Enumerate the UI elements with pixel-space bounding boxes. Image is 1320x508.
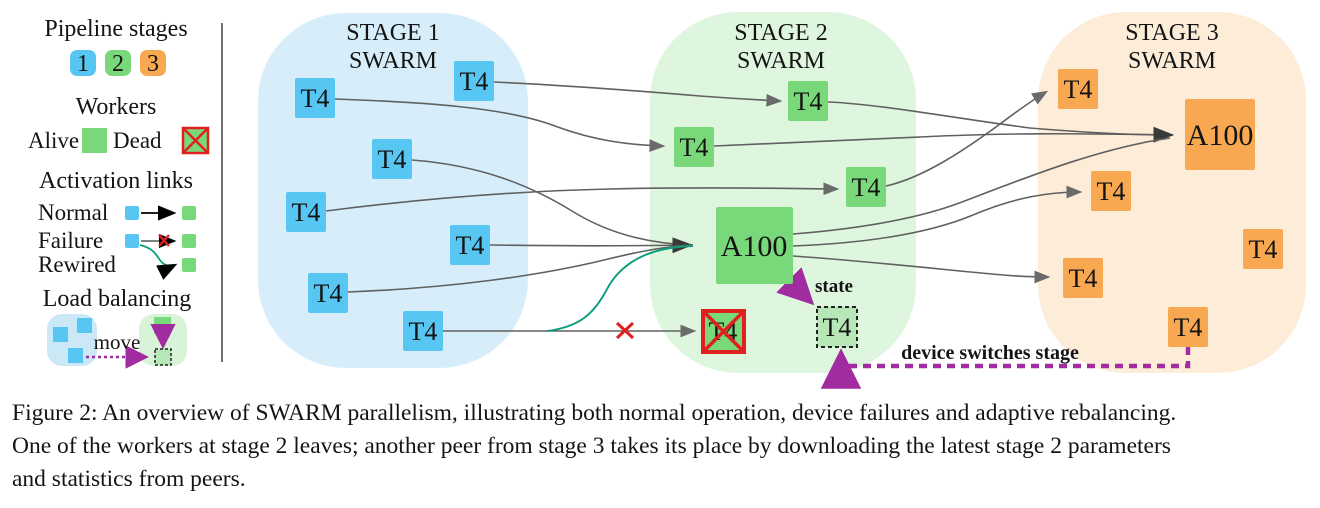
device-switch-path xyxy=(820,347,1191,389)
caption-line-2: One of the workers at stage 2 leaves; an… xyxy=(12,433,1171,459)
worker-label: T4 xyxy=(852,173,881,202)
dead-worker-swatch xyxy=(181,126,210,155)
edge-s1t4c-to-a100 xyxy=(411,159,694,246)
stage2-badge xyxy=(105,50,131,76)
worker-label: T4 xyxy=(794,87,823,116)
stage2-subtitle: SWARM xyxy=(737,48,825,74)
worker-s3-a100 xyxy=(1185,99,1255,170)
failure-dst-swatch xyxy=(182,234,196,248)
worker-s2-t4-dead: T4 xyxy=(701,309,746,354)
normal-src-swatch xyxy=(125,206,139,220)
legend-balancing-title: Load balancing xyxy=(43,286,192,312)
worker-label: T4 xyxy=(1064,75,1093,104)
failure-x-mark xyxy=(615,321,635,340)
stage3-subtitle: SWARM xyxy=(1128,48,1216,74)
stage3-badge xyxy=(140,50,166,76)
balancing-worker-3 xyxy=(68,348,83,363)
rewired-link-curve xyxy=(139,244,178,280)
worker-s1-t4-g xyxy=(403,311,443,351)
stage1-badge-label: 1 xyxy=(77,51,89,77)
worker-label: T4 xyxy=(378,145,407,174)
worker-s3-t4-n xyxy=(1058,69,1098,109)
worker-s1-t4-b xyxy=(454,61,494,101)
worker-s3-t4-r xyxy=(1063,258,1103,298)
state-label: state xyxy=(815,276,853,297)
edge-a100-to-s3t4r xyxy=(792,255,1051,284)
dead-label: Dead xyxy=(113,128,162,153)
worker-label: T4 xyxy=(1174,313,1203,342)
worker-label: T4 xyxy=(292,198,321,227)
worker-s3-t4-q xyxy=(1243,229,1283,269)
worker-s2-t4-j xyxy=(846,167,886,207)
worker-label-a100: A100 xyxy=(721,230,788,263)
edge-a100-to-s3t4p xyxy=(792,185,1083,247)
worker-label: T4 xyxy=(301,84,330,113)
worker-label: T4 xyxy=(409,317,438,346)
edge-a100-to-a100 xyxy=(792,137,1171,235)
failure-src-swatch xyxy=(125,234,139,248)
caption-line-1: Figure 2: An overview of SWARM paralleli… xyxy=(12,400,1177,426)
swarm-diagram: Pipeline stages 1 2 3 Workers Alive Dead… xyxy=(28,12,1306,389)
balancing-worker-2 xyxy=(77,318,92,333)
normal-dst-swatch xyxy=(182,206,196,220)
dead-x-icon xyxy=(701,309,746,354)
edge-s1t4f-to-a100 xyxy=(347,244,694,293)
worker-s1-t4-e xyxy=(450,225,490,265)
worker-label: T4 xyxy=(680,133,709,162)
worker-label-a100: A100 xyxy=(1187,119,1254,152)
worker-s2-t4-i xyxy=(674,127,714,167)
worker-label: T4 xyxy=(314,279,343,308)
rewired-label: Rewired xyxy=(38,252,116,277)
worker-label: T4 xyxy=(460,67,489,96)
stage1-workers: T4 T4 T4 T4 T4 T4 T4 xyxy=(286,61,494,351)
device-switch-label: device switches stage xyxy=(901,342,1079,364)
legend: Pipeline stages 1 2 3 Workers Alive Dead… xyxy=(28,16,210,369)
balancing-green-worker xyxy=(154,317,171,334)
edge-s2t4j-to-s3t4n xyxy=(885,90,1049,187)
move-label: move xyxy=(94,330,141,354)
caption-line-3: and statistics from peers. xyxy=(12,466,246,492)
normal-label: Normal xyxy=(38,200,108,225)
legend-pipeline-title: Pipeline stages xyxy=(44,16,187,42)
worker-s2-a100 xyxy=(716,207,793,284)
edge-s1t4e-to-a100 xyxy=(489,237,694,254)
worker-s1-t4-d xyxy=(286,192,326,232)
stage3-workers: T4 T4 T4 T4 T4 A100 xyxy=(1058,69,1283,347)
stage2-badge-label: 2 xyxy=(112,51,124,77)
worker-s2-t4-h xyxy=(788,81,828,121)
worker-s1-t4-f xyxy=(308,273,348,313)
edge-s2t4i-to-a100 xyxy=(713,126,1175,147)
failure-x-icon xyxy=(158,234,170,247)
stage2-workers: T4 T4 T4 A100 T4 T4 xyxy=(674,81,886,354)
alive-worker-swatch xyxy=(82,128,107,153)
worker-s3-t4-p xyxy=(1091,171,1131,211)
edge-s1t4d-to-s2t4j xyxy=(325,182,840,212)
worker-s1-t4-a xyxy=(295,78,335,118)
stage1-badge xyxy=(70,50,96,76)
stage1-subtitle: SWARM xyxy=(349,48,437,74)
stage3-title: STAGE 3 xyxy=(1125,20,1218,46)
worker-s3-t4-s xyxy=(1168,307,1208,347)
rewired-dst-swatch xyxy=(182,258,196,272)
legend-links-title: Activation links xyxy=(39,168,193,194)
worker-s1-t4-c xyxy=(372,139,412,179)
figure-caption: Figure 2: An overview of SWARM paralleli… xyxy=(0,392,1320,496)
alive-label: Alive xyxy=(28,128,79,153)
balancing-worker-1 xyxy=(53,327,68,342)
failure-label: Failure xyxy=(38,228,103,253)
balancing-slot-square xyxy=(154,348,172,366)
worker-label: T4 xyxy=(823,313,852,342)
worker-label: T4 xyxy=(1097,177,1126,206)
worker-label: T4 xyxy=(1249,235,1278,264)
worker-label: T4 xyxy=(456,231,485,260)
stage1-title: STAGE 1 xyxy=(346,20,439,46)
edge-s1t4a-to-s2t4i xyxy=(334,98,666,152)
stage2-title: STAGE 2 xyxy=(734,20,827,46)
edge-rewired-s1t4g-to-a100 xyxy=(546,245,694,332)
worker-s2-t4-new: T4 xyxy=(816,306,858,348)
stage3-badge-label: 3 xyxy=(147,51,159,77)
legend-workers-title: Workers xyxy=(76,94,157,120)
worker-label: T4 xyxy=(1069,264,1098,293)
edge-s1t4b-to-s2t4h xyxy=(493,81,783,107)
